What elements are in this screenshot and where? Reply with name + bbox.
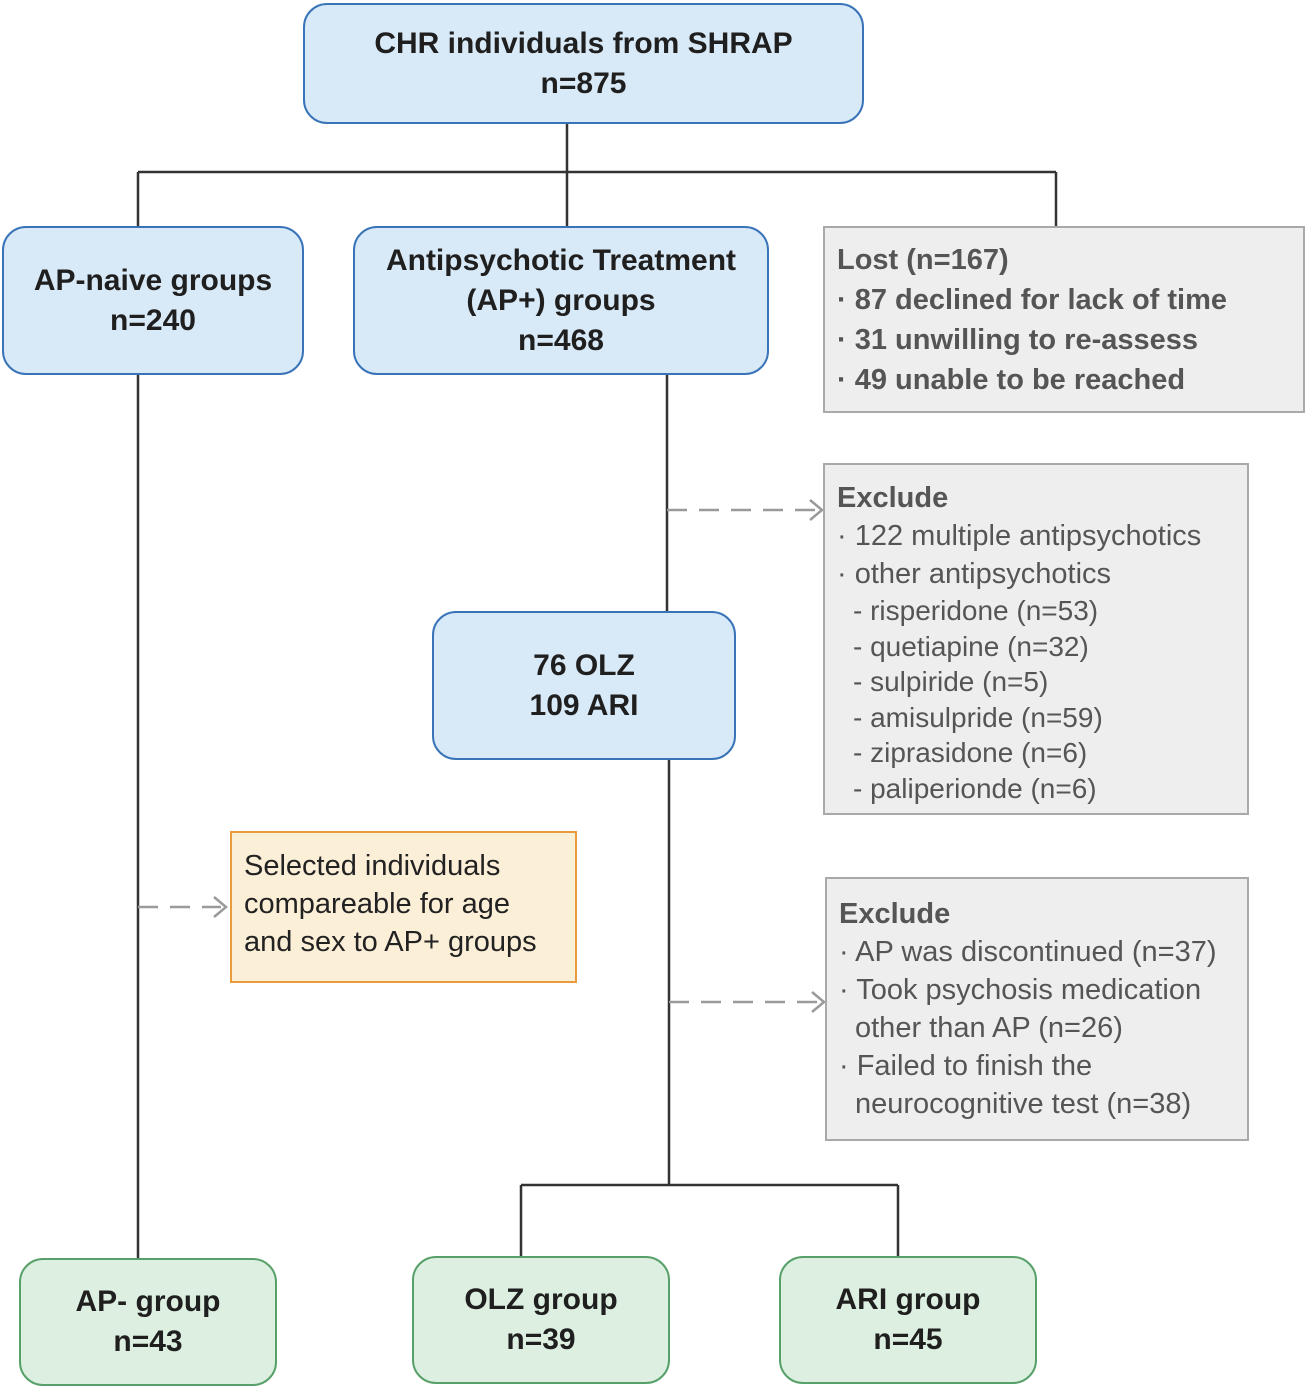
ari-group-title: ARI group — [835, 1283, 981, 1316]
ap-naive-title: AP-naive groups — [33, 263, 273, 297]
lost-header: Lost (n=167) — [837, 244, 1009, 276]
arrowhead-exclude2 — [811, 991, 826, 1013]
ari-group-count: n=45 — [873, 1323, 943, 1356]
selected-line: and sex to AP+ groups — [244, 926, 537, 958]
ap-minus-count: n=43 — [113, 1325, 183, 1358]
selected-line: Selected individuals — [244, 850, 501, 882]
selected-line: compareable for age — [244, 888, 510, 920]
exclude1-subitem: - ziprasidone (n=6) — [853, 737, 1088, 768]
exclude1-header: Exclude — [837, 482, 949, 514]
lost-item: · 87 declined for lack of time — [837, 284, 1227, 316]
arrowhead-exclude1 — [809, 499, 824, 521]
exclude2-header: Exclude — [839, 898, 951, 930]
top-node-count: n=875 — [540, 66, 627, 100]
exclude2-item: · Took psychosis medication — [839, 974, 1202, 1006]
exclude1-subitem: - quetiapine (n=32) — [853, 630, 1089, 662]
exclude2-item: · AP was discontinued (n=37) — [839, 936, 1217, 968]
olz-group-count: n=39 — [506, 1323, 576, 1356]
olz-count: 76 OLZ — [533, 648, 635, 682]
olz-group-node: OLZ group n=39 — [412, 1256, 670, 1384]
ap-naive-node: AP-naive groups n=240 — [2, 226, 304, 375]
ap-plus-title-line2: (AP+) groups — [466, 283, 656, 317]
lost-item: · 31 unwilling to re-assess — [837, 324, 1198, 356]
olz-group-title: OLZ group — [464, 1283, 618, 1316]
exclude-box-1: Exclude · 122 multiple antipsychotics · … — [823, 463, 1249, 815]
exclude2-item: · Failed to finish the — [839, 1050, 1093, 1082]
exclude-box-2: Exclude · AP was discontinued (n=37) · T… — [825, 877, 1249, 1141]
exclude2-item-continued: neurocognitive test (n=38) — [855, 1088, 1192, 1120]
exclude1-subitem: - paliperionde (n=6) — [853, 772, 1097, 804]
exclude1-subitem: - sulpiride (n=5) — [853, 666, 1049, 697]
exclude1-subitem: - risperidone (n=53) — [853, 595, 1099, 626]
exclude1-item: · other antipsychotics — [837, 558, 1112, 590]
ari-group-node: ARI group n=45 — [779, 1256, 1037, 1384]
ap-plus-count: n=468 — [518, 323, 604, 357]
top-node-title: CHR individuals from SHRAP — [374, 26, 793, 60]
ap-naive-count: n=240 — [110, 303, 196, 337]
ap-plus-title-line1: Antipsychotic Treatment — [385, 243, 737, 277]
selected-individuals-box: Selected individuals compareable for age… — [230, 831, 577, 983]
exclude1-subitem: - amisulpride (n=59) — [853, 701, 1103, 733]
lost-box: Lost (n=167) · 87 declined for lack of t… — [823, 226, 1305, 413]
top-node-chr-individuals: CHR individuals from SHRAP n=875 — [303, 3, 864, 124]
ari-count: 109 ARI — [529, 688, 639, 722]
ap-minus-group-node: AP- group n=43 — [19, 1258, 277, 1386]
arrowhead-selected — [213, 896, 228, 918]
exclude1-item: · 122 multiple antipsychotics — [837, 520, 1202, 552]
lost-item: · 49 unable to be reached — [837, 364, 1186, 396]
exclude2-item-continued: other than AP (n=26) — [855, 1012, 1123, 1044]
ap-minus-title: AP- group — [75, 1285, 221, 1318]
olz-ari-node: 76 OLZ 109 ARI — [432, 611, 736, 760]
ap-plus-node: Antipsychotic Treatment (AP+) groups n=4… — [353, 226, 769, 375]
